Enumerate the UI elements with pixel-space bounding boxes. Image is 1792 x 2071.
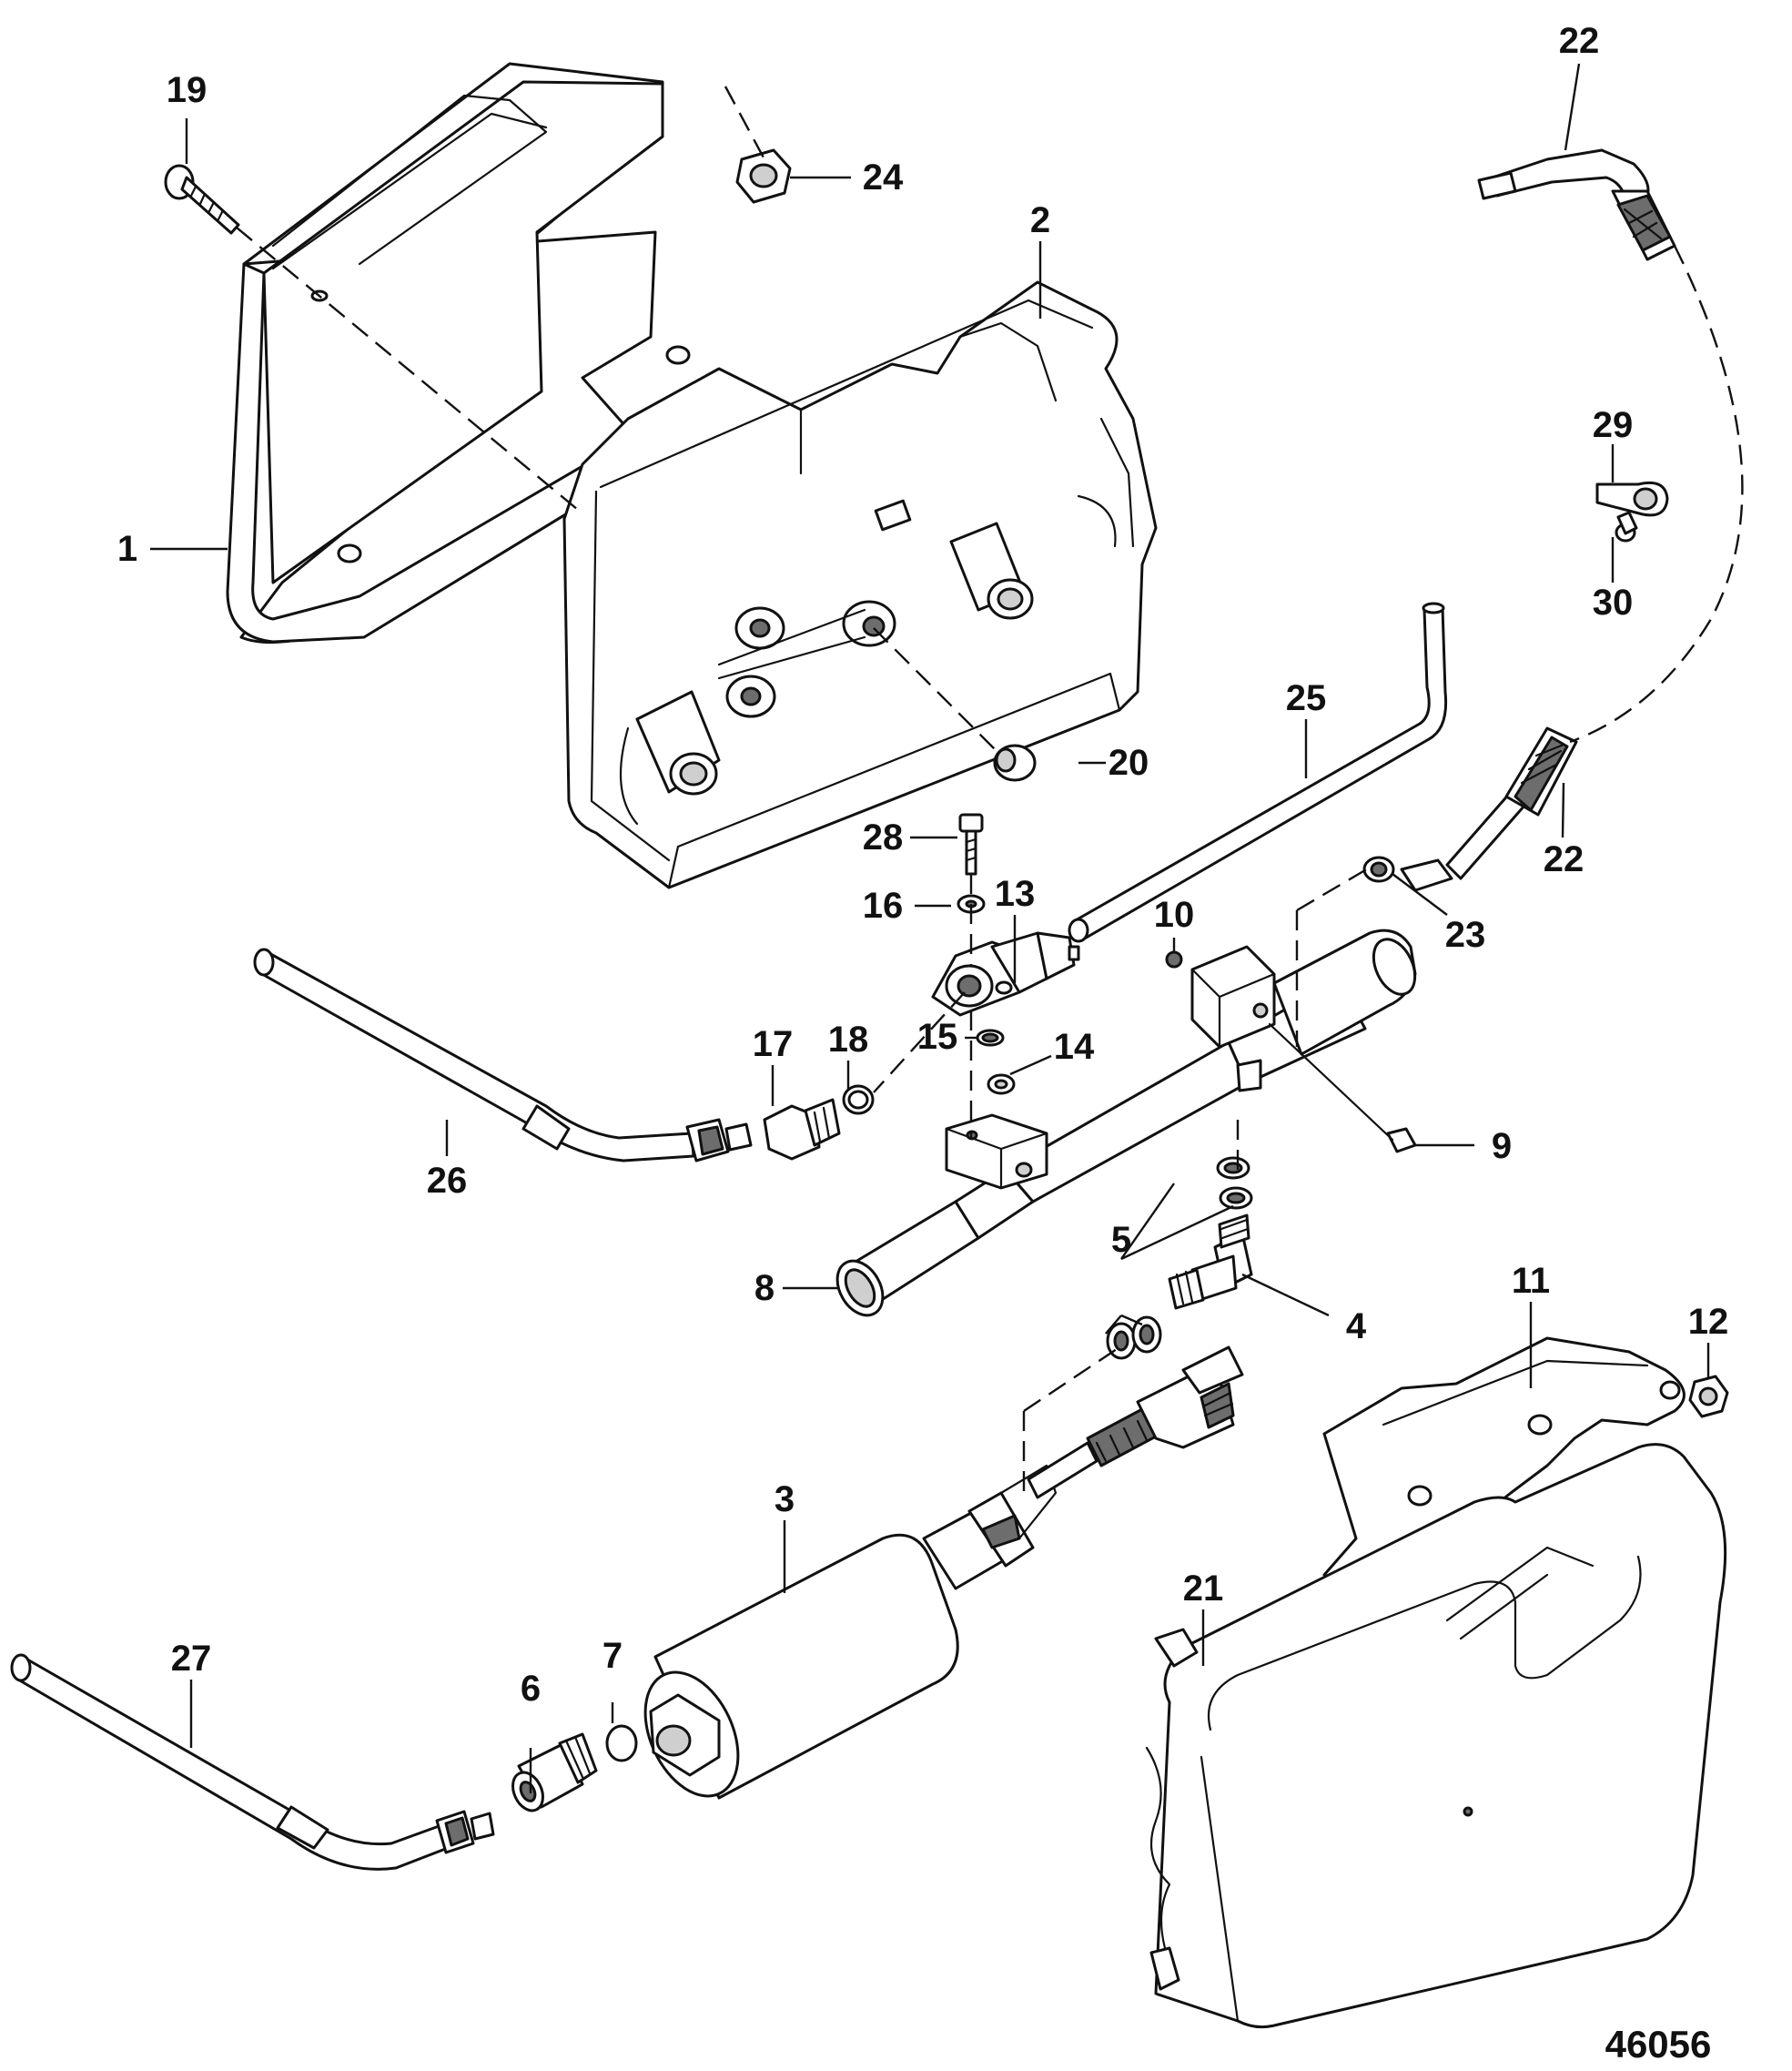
callout-14: 14 xyxy=(1054,1027,1095,1067)
callout-27: 27 xyxy=(171,1639,212,1679)
callout-4: 4 xyxy=(1346,1306,1367,1346)
part-18-o-ring xyxy=(842,1084,875,1115)
callout-20: 20 xyxy=(1109,743,1149,783)
callout-13: 13 xyxy=(995,874,1036,914)
callout-9: 9 xyxy=(1492,1126,1512,1166)
callout-24: 24 xyxy=(863,157,904,198)
part-22-fuel-line-top xyxy=(1477,148,1676,261)
callout-3: 3 xyxy=(775,1479,795,1519)
part-28-bolt xyxy=(958,813,984,876)
bracket-boss-right xyxy=(949,522,1034,620)
part-3-fuel-pump xyxy=(643,1345,1244,1800)
callout-19: 19 xyxy=(167,70,208,110)
callout-1: 1 xyxy=(117,529,137,569)
callout-5: 5 xyxy=(1111,1220,1131,1260)
part-12-nut xyxy=(1688,1375,1729,1418)
callout-18: 18 xyxy=(828,1020,869,1060)
part-29-clamp xyxy=(1595,481,1669,517)
part-7-filter-screen xyxy=(605,1724,638,1762)
callout-11: 11 xyxy=(1512,1261,1550,1301)
figure-number: 46056 xyxy=(1605,2023,1712,2066)
callout-labels: 1 2 3 4 5 6 7 8 9 10 11 12 13 14 15 16 1… xyxy=(117,21,1728,1709)
callout-29: 29 xyxy=(1593,405,1634,445)
bracket-cam-levers xyxy=(717,600,896,718)
leader-lines xyxy=(150,63,1710,1793)
callout-22-bottom: 22 xyxy=(1544,839,1584,879)
callout-21: 21 xyxy=(1183,1568,1224,1609)
callout-30: 30 xyxy=(1593,583,1634,623)
part-22-fuel-line-bottom xyxy=(1400,726,1578,892)
callout-23: 23 xyxy=(1445,915,1486,955)
part-8-fuel-tube xyxy=(835,929,1417,1317)
part-10-plug xyxy=(1165,950,1183,969)
callout-7: 7 xyxy=(602,1636,623,1676)
callout-22-top: 22 xyxy=(1559,21,1600,61)
assembly-lines xyxy=(236,86,1375,1493)
part-19-screw xyxy=(164,164,240,235)
bracket-boss-left xyxy=(635,690,721,796)
callout-8: 8 xyxy=(754,1268,775,1308)
part-5-o-rings-upper xyxy=(1216,1156,1253,1210)
callout-2: 2 xyxy=(1030,200,1050,240)
part-2-main-bracket xyxy=(562,280,1158,889)
callout-16: 16 xyxy=(863,886,904,926)
callout-28: 28 xyxy=(863,817,904,858)
callout-25: 25 xyxy=(1286,678,1327,718)
callout-6: 6 xyxy=(521,1669,541,1709)
callout-15: 15 xyxy=(917,1017,958,1057)
part-20-plug xyxy=(993,744,1037,782)
callout-10: 10 xyxy=(1154,895,1195,935)
part-14-seal xyxy=(987,1073,1016,1095)
part-25-vent-hose xyxy=(1068,602,1448,943)
part-13-pressure-regulator xyxy=(931,931,1080,1017)
callout-12: 12 xyxy=(1688,1302,1729,1342)
part-1-mounting-bracket xyxy=(226,62,691,645)
part-27-fuel-line xyxy=(10,1653,495,1871)
part-15-o-ring xyxy=(976,1029,1005,1047)
part-30-screw xyxy=(1615,511,1638,543)
part-26-fuel-line xyxy=(253,948,753,1162)
callout-26: 26 xyxy=(427,1161,468,1201)
callout-17: 17 xyxy=(753,1024,794,1064)
part-6-fitting xyxy=(511,1732,598,1812)
part-17-fitting xyxy=(763,1098,841,1161)
fuel-line-route-dashed xyxy=(1569,245,1744,744)
part-21-cover xyxy=(1145,1443,1727,2029)
part-24-nut xyxy=(735,148,792,204)
part-4-elbow-fitting xyxy=(1168,1213,1253,1310)
part-23-o-ring xyxy=(1362,856,1395,883)
